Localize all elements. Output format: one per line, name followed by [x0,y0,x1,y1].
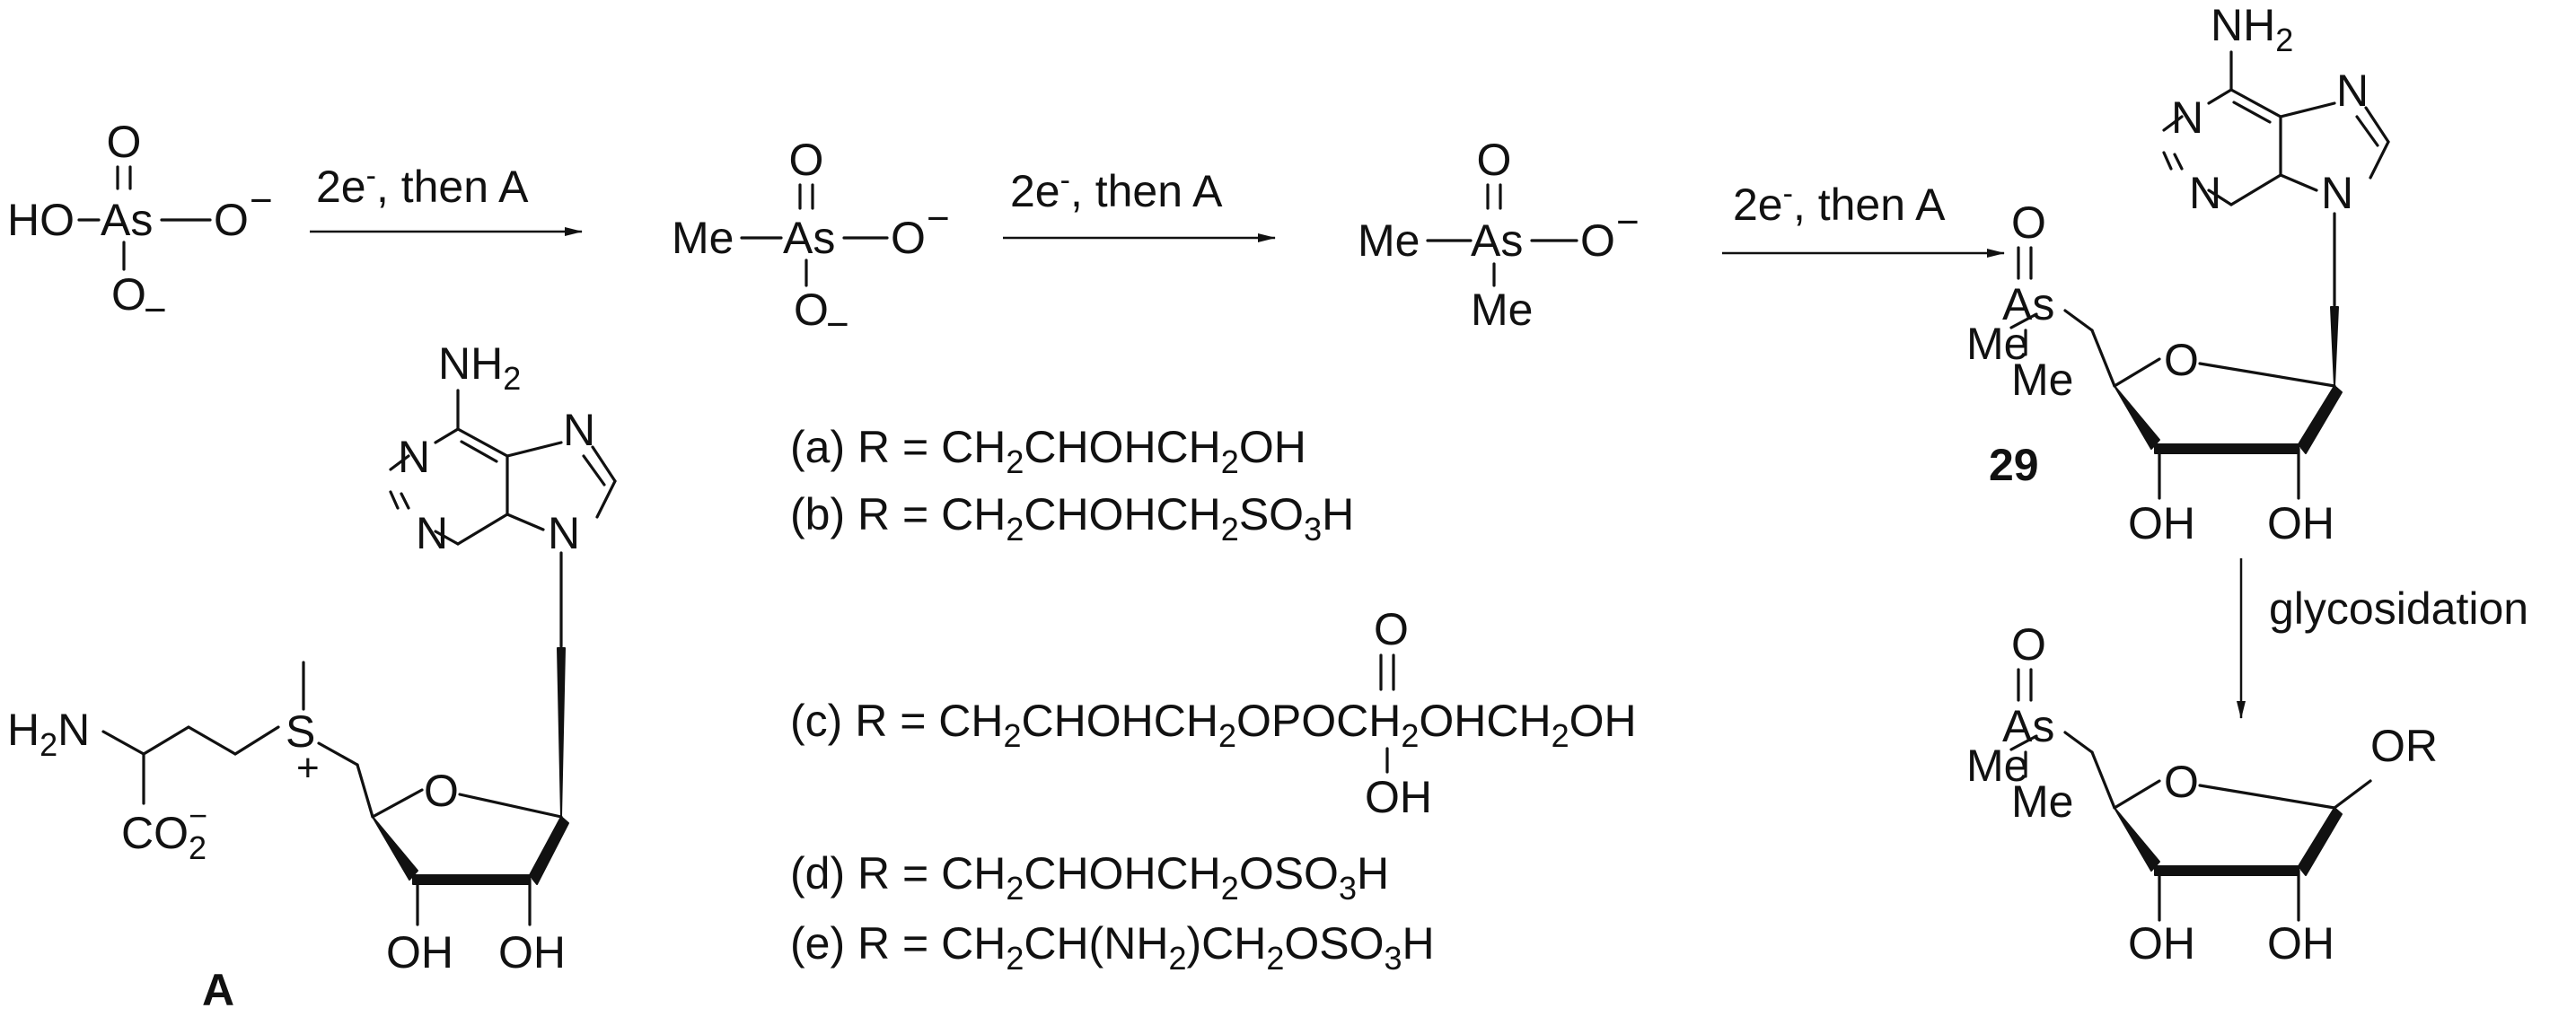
dimethylarsinate-structure: O Me As O − Me [1358,135,1640,335]
c29-nh2: NH2 [2211,0,2293,58]
arsenate-ho: HO [7,195,75,245]
mma-o-bottom: O [794,285,829,335]
sam-nh2: NH2 [438,338,521,397]
sam-label: A [202,965,234,1015]
mma-o-right-charge: − [927,197,950,241]
sugar-oh-left: OH [2128,918,2195,969]
sam-n-imid-bottom: N [548,508,580,558]
methylarsonate-structure: O Me As O − O − [672,135,950,346]
mma-o-bottom-charge: − [826,302,849,346]
arsenate-structure: O HO As O − O − [7,117,273,332]
r-group-a: (a) R = CH2CHOHCH2OH [790,422,1306,480]
arrow1-label: 2e-, then A [316,159,529,212]
mma-as: As [783,213,835,263]
c29-oh-left: OH [2128,498,2195,548]
arsenate-o-top: O [107,117,142,167]
sam-n-left-top: N [398,432,430,482]
sugar-as: As [2002,701,2054,751]
r-group-c-p-o: O [1374,604,1409,654]
arsenate-o-bottom: O [111,269,146,320]
sugar-me-left: Me [1966,741,2028,791]
arrow2-label: 2e-, then A [1010,163,1223,216]
c29-me-left: Me [1966,319,2028,369]
mma-o-top: O [789,135,824,185]
c29-oh-right: OH [2267,498,2334,548]
sam-structure-a: NH2 N N N N H2N CO2− S + [7,338,617,1015]
sam-ring-o: O [424,766,459,816]
c29-me-bottom: Me [2011,355,2073,405]
arsenate-o-right-charge: − [250,179,273,223]
sam-n-imid-top: N [563,405,595,455]
sugar-oh-right: OH [2267,918,2334,969]
c29-n-left-bottom: N [2189,168,2221,218]
arrow3-label: 2e-, then A [1733,177,1946,230]
sam-h2n: H2N [7,705,90,763]
reaction-arrow-2: 2e-, then A [1003,163,1276,242]
sugar-as-o: O [2011,619,2046,670]
c29-ring-o: O [2164,335,2199,385]
arsenate-o-bottom-charge: − [144,288,167,332]
c29-as: As [2002,279,2054,329]
dma-me-left: Me [1358,215,1420,266]
r-group-b: (b) R = CH2CHOHCH2SO3H [790,489,1354,548]
sam-oh-right: OH [498,927,566,978]
sam-s-charge: + [296,746,320,790]
r-group-list: (a) R = CH2CHOHCH2OH (b) R = CH2CHOHCH2S… [790,422,1637,977]
reaction-arrow-3: 2e-, then A [1722,177,2005,258]
c29-n-imid-top: N [2336,66,2369,116]
r-group-c: (c) R = CH2CHOHCH2OPOCH2OHCH2OH [790,696,1637,754]
glycosidation-label: glycosidation [2269,583,2528,634]
sam-s: S [286,706,315,757]
dma-o-right-charge: − [1616,200,1640,244]
mma-me: Me [672,213,734,263]
c29-n-imid-bottom: N [2321,168,2353,218]
r-group-c-p-oh: OH [1365,772,1432,822]
c29-label: 29 [1989,440,2039,490]
arsenate-o-right: O [214,195,249,245]
reaction-arrow-1: 2e-, then A [310,159,583,236]
dma-as: As [1471,215,1523,266]
r-group-d: (d) R = CH2CHOHCH2OSO3H [790,848,1389,907]
compound-29-structure: NH2 N N N N O As Me Me O [1966,0,2390,548]
dma-me-bottom: Me [1471,285,1533,335]
mma-o-right: O [891,213,926,263]
glycosidation-arrow: glycosidation [2237,558,2528,719]
c29-n-left-top: N [2171,92,2203,143]
r-group-e: (e) R = CH2CH(NH2)CH2OSO3H [790,918,1435,977]
c29-as-o: O [2011,197,2046,248]
sugar-ring-o: O [2164,757,2199,807]
dma-o-top: O [1477,135,1512,185]
sam-oh-left: OH [386,927,453,978]
arsenate-as: As [101,195,153,245]
dma-o-right: O [1580,215,1615,266]
sam-co2: CO2− [121,797,207,866]
arsenosugar-structure: O As Me Me O OR OH OH [1966,619,2438,969]
sam-n-left-bottom: N [416,508,448,558]
sugar-or: OR [2370,721,2438,771]
sugar-me-bottom: Me [2011,776,2073,827]
